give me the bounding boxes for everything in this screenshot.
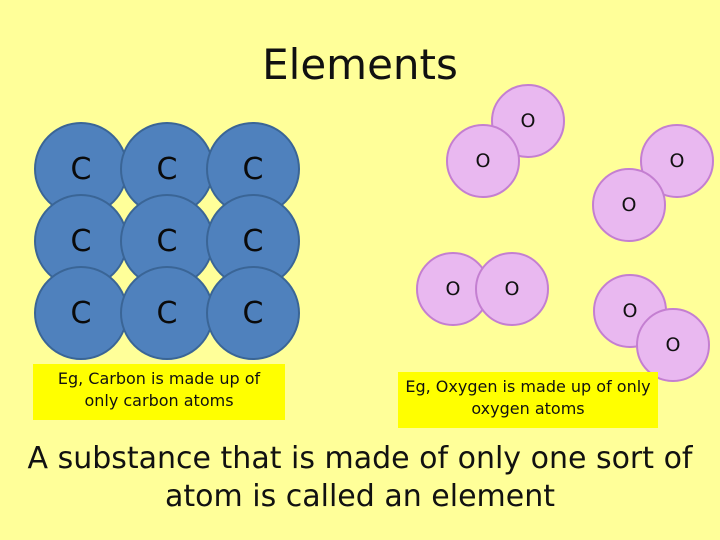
- carbon-atom: C: [34, 266, 128, 360]
- oxygen-atom: O: [475, 252, 549, 326]
- carbon-atom: C: [120, 194, 214, 288]
- carbon-caption: Eg, Carbon is made up of only carbon ato…: [33, 364, 285, 420]
- carbon-atom: C: [206, 194, 300, 288]
- slide-title: Elements: [262, 40, 458, 89]
- oxygen-atom: O: [592, 168, 666, 242]
- carbon-atom: C: [206, 266, 300, 360]
- carbon-atom: C: [120, 266, 214, 360]
- summary-text: A substance that is made of only one sor…: [27, 441, 693, 514]
- oxygen-atom: O: [446, 124, 520, 198]
- oxygen-caption: Eg, Oxygen is made up of only oxygen ato…: [398, 372, 658, 428]
- oxygen-atom: O: [636, 308, 710, 382]
